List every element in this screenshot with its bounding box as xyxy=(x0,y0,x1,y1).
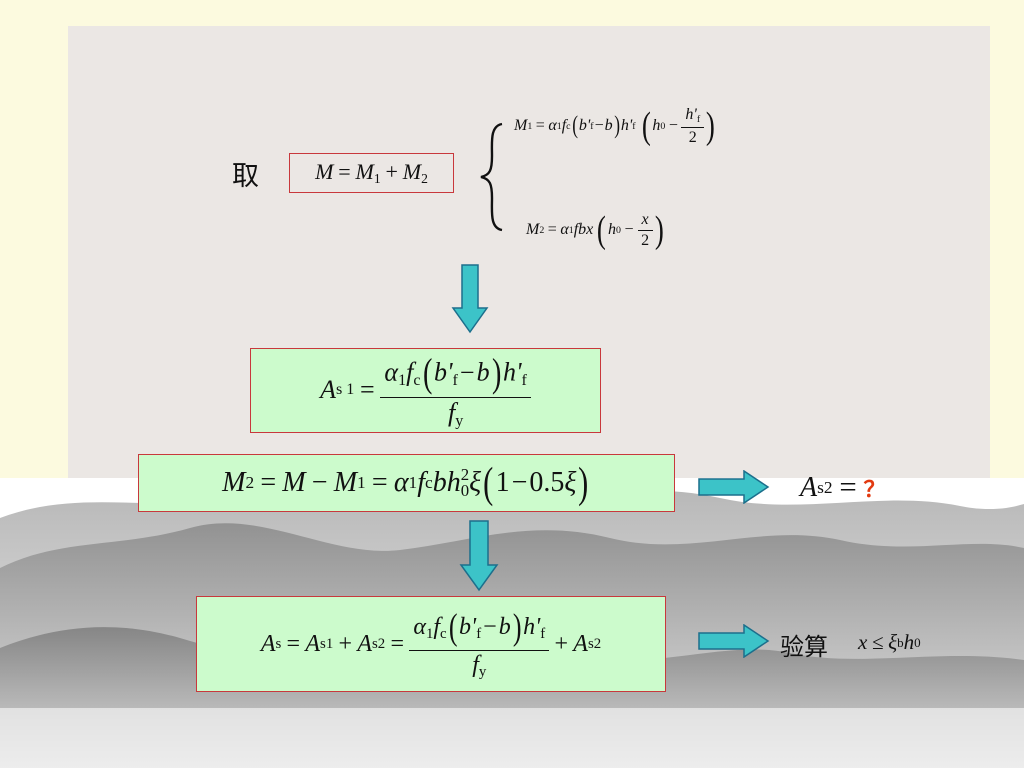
left-brace-icon xyxy=(480,122,503,232)
moment-split-box: M=M1+M2 xyxy=(289,153,454,193)
take-label: 取 xyxy=(232,161,259,192)
right-arrow-icon xyxy=(698,470,770,504)
down-arrow-icon xyxy=(459,520,499,592)
verify-label: 验算 xyxy=(780,633,828,661)
moment-split-formula: M=M1+M2 xyxy=(315,159,428,186)
right-arrow-icon xyxy=(698,624,770,658)
question-mark: ？ xyxy=(863,476,886,503)
down-arrow-icon xyxy=(451,264,489,334)
